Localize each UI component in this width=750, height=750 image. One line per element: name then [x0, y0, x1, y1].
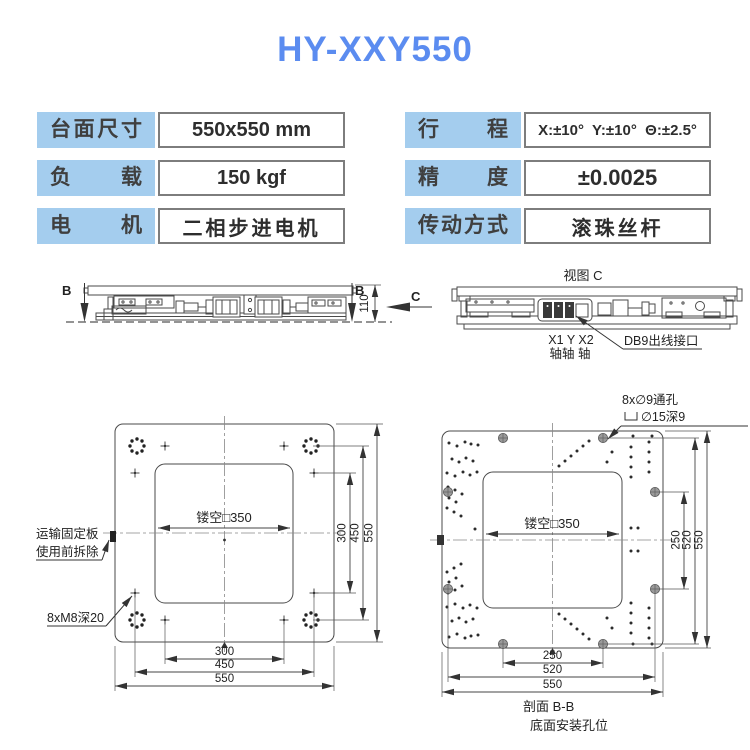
- spec-row-table-size: 台面尺寸 550x550 mm: [37, 112, 345, 148]
- counterbore-icon: [624, 412, 638, 421]
- view-c-drawing: [451, 286, 743, 330]
- db9-callout: DB9出线接口: [575, 315, 702, 350]
- datum-tick: [221, 642, 228, 648]
- section-marker-b-left: B: [62, 283, 89, 322]
- spec-table-left: 台面尺寸 550x550 mm 负载 150 kgf 电机 二相步进电机: [37, 112, 345, 256]
- dim-110: 110: [359, 294, 371, 312]
- dim-300-right: 300: [337, 523, 349, 542]
- spec-label-motor: 电机: [37, 208, 155, 244]
- spec-table-right: 行程 X:±10° Y:±10° Θ:±2.5° 精度 ±0.0025 传动方式…: [405, 112, 711, 256]
- spec-row-travel: 行程 X:±10° Y:±10° Θ:±2.5°: [405, 112, 711, 148]
- product-title: HY-XXY550: [277, 30, 473, 69]
- spec-label-load: 负载: [37, 160, 155, 196]
- height-dimension-110: 110: [355, 284, 381, 322]
- dim-450-bottom: 450: [215, 659, 234, 671]
- db9-label: DB9出线接口: [624, 333, 698, 348]
- axes-connector-labels: X1 Y X2 轴轴 轴: [548, 333, 593, 361]
- axes-line2: 轴轴 轴: [550, 346, 591, 361]
- view-arrow-c: C: [386, 289, 432, 312]
- bottom-plate-view: 镂空□350 8x∅9通孔 ∅15深9 250 520 550 250: [430, 393, 748, 733]
- spec-label-table-size: 台面尺寸: [37, 112, 155, 148]
- transport-note-line2: 使用前拆除: [36, 544, 99, 559]
- side-elevation-drawing: [83, 285, 358, 321]
- dim-250-right: 250: [671, 530, 683, 549]
- axes-line1: X1 Y X2: [548, 333, 593, 347]
- spec-value-load: 150 kgf: [158, 160, 345, 196]
- dim-550-right: 550: [364, 523, 376, 542]
- view-arrow-label-c: C: [411, 289, 421, 304]
- section-caption: 剖面 B-B: [523, 699, 574, 714]
- spec-row-drive: 传动方式 滚珠丝杆: [405, 208, 711, 244]
- dim-520-right: 520: [682, 530, 694, 549]
- cutout-dim-top-view: 镂空□350: [196, 510, 252, 525]
- spec-label-travel: 行程: [405, 112, 521, 148]
- transport-note-line1: 运输固定板: [36, 526, 99, 541]
- counterbore-note-line1: 8x∅9通孔: [622, 393, 679, 407]
- section-label-b-left: B: [62, 283, 71, 298]
- dim-550-right: 550: [694, 530, 706, 549]
- counterbore-note-line2: ∅15深9: [641, 410, 685, 424]
- top-plate-view: 镂空□350 运输固定板 使用前拆除 8xM8深20 300 450 550: [36, 416, 383, 691]
- spec-label-drive: 传动方式: [405, 208, 521, 244]
- edge-connector-mark: [437, 535, 444, 545]
- spec-value-travel: X:±10° Y:±10° Θ:±2.5°: [524, 112, 711, 148]
- cutout-dim-bottom-view: 镂空□350: [524, 516, 580, 531]
- dim-550-bottom: 550: [215, 673, 234, 685]
- datum-tick: [549, 648, 556, 654]
- thread-holes-label: 8xM8深20: [47, 611, 104, 625]
- dim-450-right: 450: [350, 523, 362, 542]
- spec-value-motor: 二相步进电机: [158, 208, 345, 244]
- spec-row-accuracy: 精度 ±0.0025: [405, 160, 711, 196]
- spec-row-motor: 电机 二相步进电机: [37, 208, 345, 244]
- section-label-b-right: B: [355, 283, 364, 298]
- dim-300-bottom: 300: [215, 646, 234, 658]
- dim-550-bottom: 550: [543, 679, 562, 691]
- spec-row-load: 负载 150 kgf: [37, 160, 345, 196]
- section-marker-b-right: B: [348, 283, 364, 322]
- spec-value-accuracy: ±0.0025: [524, 160, 711, 196]
- mounting-hole-dots: [445, 434, 654, 646]
- dim-250-bottom: 250: [543, 650, 562, 662]
- transport-plate-mark: [110, 531, 116, 542]
- mounting-holes-caption: 底面安装孔位: [530, 718, 608, 733]
- view-c-title: 视图 C: [563, 268, 602, 283]
- dim-520-bottom: 520: [543, 664, 562, 676]
- spec-value-table-size: 550x550 mm: [158, 112, 345, 148]
- spec-value-drive: 滚珠丝杆: [524, 208, 711, 244]
- spec-label-accuracy: 精度: [405, 160, 521, 196]
- engineering-drawings: B B 110 C 视图 C: [36, 268, 748, 733]
